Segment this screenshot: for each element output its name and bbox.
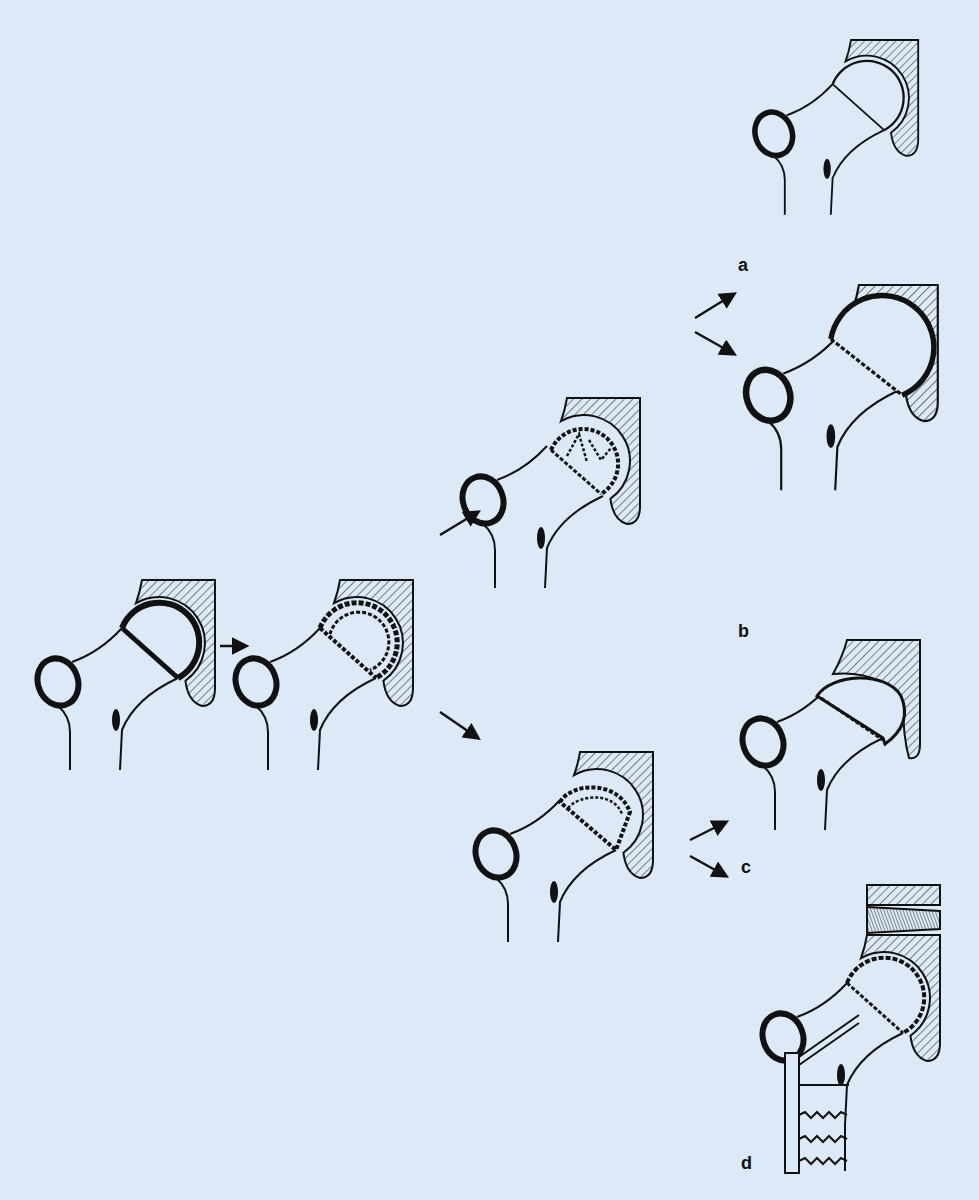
panel-letter: a: [738, 256, 748, 274]
arrow: [695, 294, 734, 318]
pelvis-upper-fragment: [867, 885, 940, 905]
growth-plate: [831, 339, 902, 395]
hip-outcome-c: [736, 640, 920, 830]
plate-blade: [799, 1015, 859, 1065]
hip-outcome-d: [756, 885, 940, 1173]
growth-plate: [122, 628, 178, 678]
arrow: [690, 822, 726, 840]
femoral-head: [833, 61, 904, 130]
arrow: [440, 512, 478, 535]
hip-outcome-b: [739, 285, 938, 490]
growth-plate: [833, 84, 885, 130]
hip-fragmented: [229, 580, 413, 770]
femoral-head: [320, 603, 397, 678]
arrow: [440, 712, 478, 738]
progression-arrows: [220, 294, 734, 876]
growth-plate: [551, 450, 601, 494]
hip-flattened: [469, 752, 653, 942]
hip-fragmented-head: [456, 398, 640, 588]
bone-screws: [799, 1112, 847, 1164]
femoral-head: [817, 678, 905, 744]
panel-letter: b: [738, 622, 749, 640]
femoral-head: [551, 429, 618, 494]
hip-outcome-a: [749, 40, 918, 215]
femoral-head: [847, 958, 924, 1033]
panel-letter: c: [741, 858, 751, 876]
growth-plate: [320, 628, 376, 678]
growth-plate: [821, 698, 883, 740]
femoral-head: [831, 296, 934, 396]
femoral-shaft: [795, 1125, 845, 1171]
hip-normal: [31, 580, 215, 770]
arrow: [220, 645, 246, 648]
head-fragment-line: [568, 797, 622, 814]
bone-plate: [785, 1053, 799, 1173]
bone-wedge: [867, 907, 940, 933]
femoral-head: [560, 787, 630, 850]
head-fragments: [567, 434, 611, 462]
arrow: [690, 856, 726, 876]
femoral-head: [122, 603, 199, 678]
arrow: [695, 332, 734, 354]
panel-letter: d: [741, 1154, 752, 1172]
